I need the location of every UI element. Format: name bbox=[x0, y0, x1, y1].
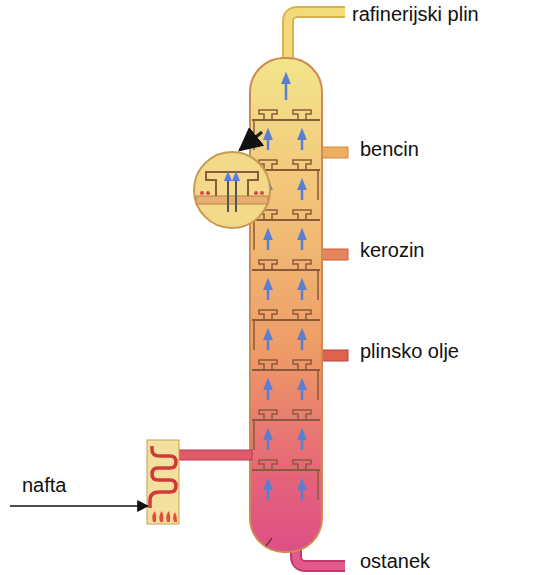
tray bbox=[252, 419, 320, 421]
bubble-cap bbox=[293, 360, 311, 370]
tray bbox=[252, 219, 320, 221]
vapour-arrow bbox=[301, 484, 304, 500]
downcomer bbox=[317, 370, 319, 400]
bubble-cap bbox=[293, 210, 311, 220]
tray bbox=[252, 269, 320, 271]
feed-arrow bbox=[10, 505, 148, 507]
tick bbox=[266, 538, 272, 546]
vapour-arrow bbox=[301, 434, 304, 450]
product-label: bencin bbox=[360, 137, 419, 161]
downcomer bbox=[317, 470, 319, 500]
downcomer bbox=[253, 120, 255, 150]
product-label: plinsko olje bbox=[360, 339, 459, 363]
bubble-cap bbox=[259, 110, 277, 120]
vapour-arrow bbox=[267, 484, 270, 500]
liquid bbox=[200, 191, 264, 195]
tray bbox=[252, 369, 320, 371]
downcomer bbox=[253, 220, 255, 250]
vapour-arrow bbox=[301, 334, 304, 350]
pipe bbox=[288, 12, 345, 65]
tray bbox=[252, 319, 320, 321]
vapour-arrow bbox=[301, 184, 304, 200]
heating-coil bbox=[150, 446, 176, 508]
bubble-cap bbox=[293, 310, 311, 320]
downcomer bbox=[317, 170, 319, 200]
vapour-arrow bbox=[267, 284, 270, 300]
bubble-cap bbox=[259, 310, 277, 320]
bubble-cap bbox=[293, 410, 311, 420]
bubble-cap bbox=[293, 260, 311, 270]
bubble-cap bbox=[259, 410, 277, 420]
product-label: kerozin bbox=[360, 238, 424, 262]
zoom-arrow bbox=[240, 132, 262, 150]
downcomer bbox=[253, 420, 255, 450]
feed-label: nafta bbox=[22, 473, 66, 497]
furnace bbox=[147, 440, 179, 524]
vapour-arrow bbox=[301, 134, 304, 150]
bubble-cap bbox=[293, 460, 311, 470]
pipe bbox=[288, 12, 345, 65]
vapour-arrow bbox=[267, 334, 270, 350]
vapour-arrow bbox=[301, 384, 304, 400]
trays bbox=[252, 78, 320, 500]
bubble-cap bbox=[259, 360, 277, 370]
bubble-cap bbox=[259, 460, 277, 470]
vapour-arrow bbox=[267, 234, 270, 250]
pipe bbox=[178, 450, 252, 460]
vapour-arrow bbox=[267, 384, 270, 400]
vapour-arrow bbox=[285, 78, 288, 100]
bubble-cap bbox=[293, 110, 311, 120]
tray bbox=[252, 469, 320, 471]
product-label: rafinerijski plin bbox=[352, 2, 479, 26]
product-label: ostanek bbox=[360, 549, 430, 573]
bubble-cap bbox=[293, 160, 311, 170]
vapour-arrow bbox=[267, 434, 270, 450]
vapour-arrow bbox=[301, 234, 304, 250]
vapour-arrow bbox=[301, 284, 304, 300]
bubble-cap bbox=[206, 172, 258, 196]
bubble-cap bbox=[259, 260, 277, 270]
tray bbox=[252, 119, 320, 121]
flames bbox=[152, 511, 177, 522]
vapour-arrow bbox=[267, 134, 270, 150]
magnified-tray bbox=[196, 196, 268, 204]
magnifier-circle bbox=[194, 152, 270, 228]
downcomer bbox=[253, 320, 255, 350]
downcomer bbox=[317, 270, 319, 300]
